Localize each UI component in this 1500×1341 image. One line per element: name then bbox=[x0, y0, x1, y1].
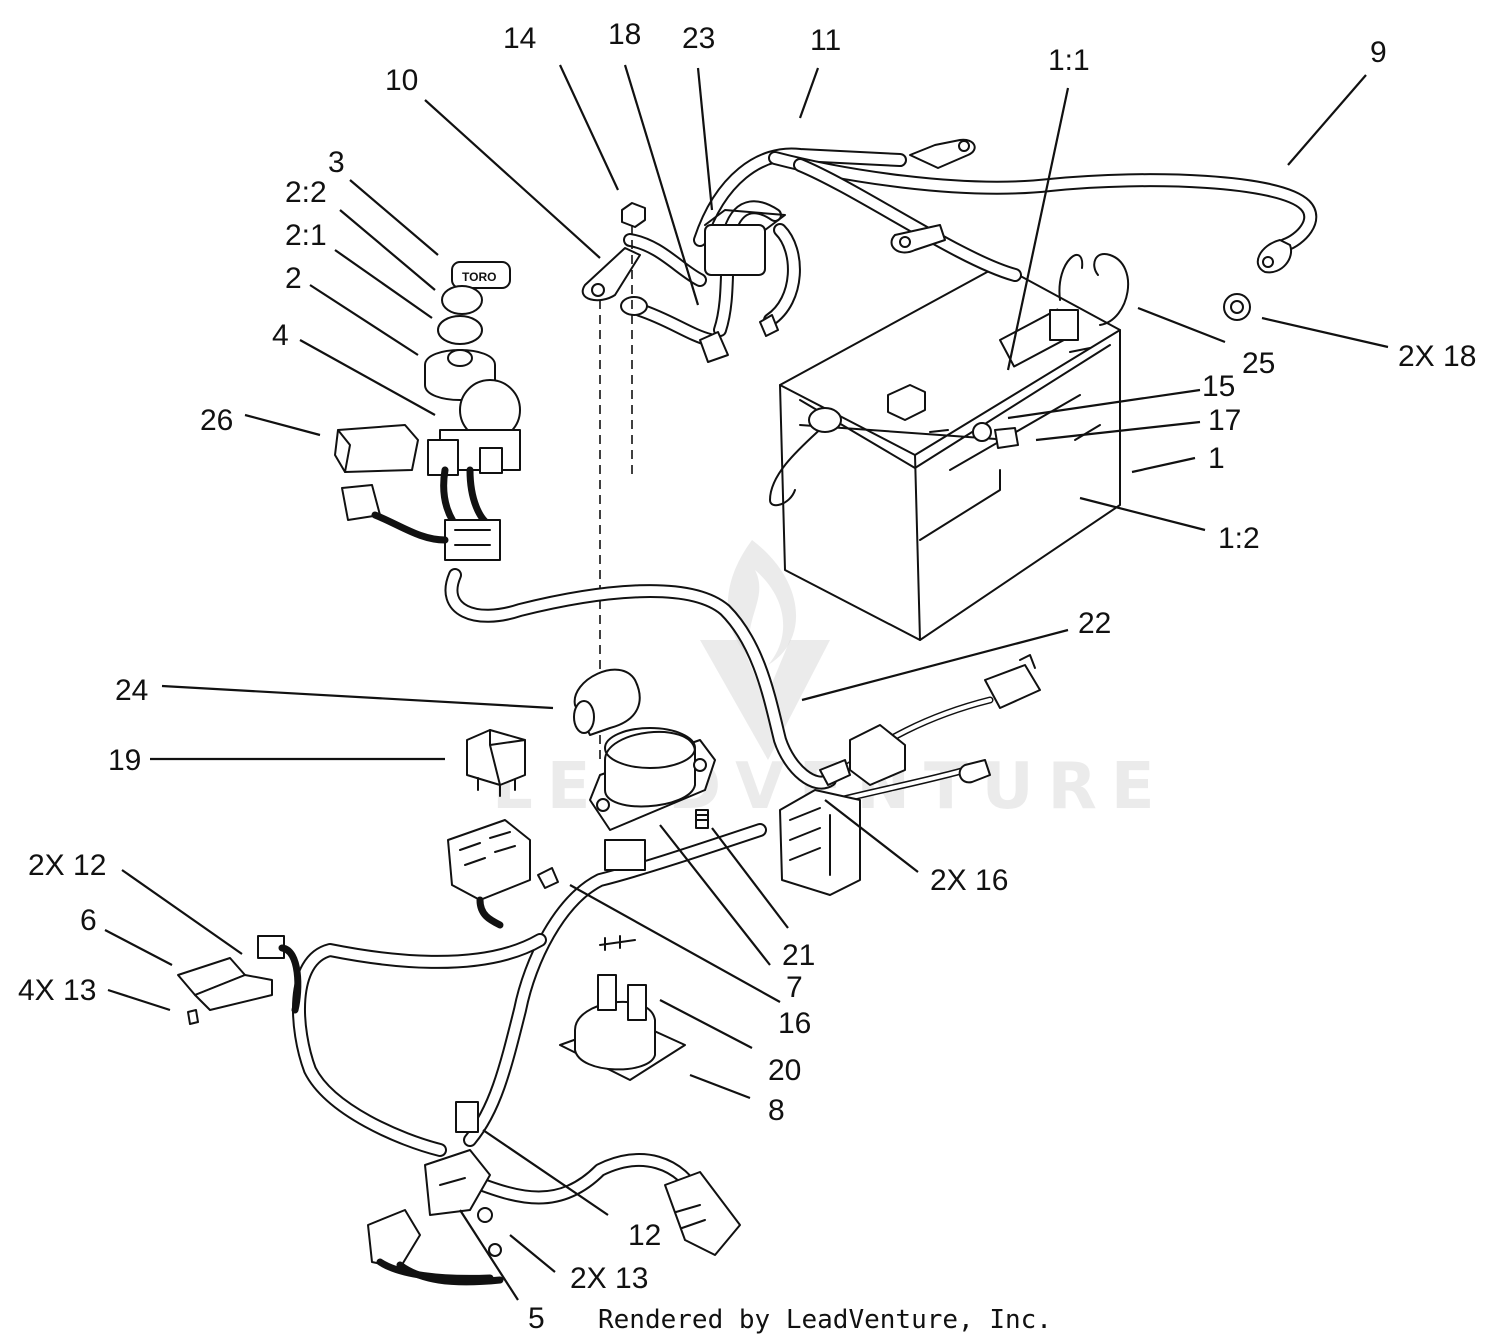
callout-22: 22 bbox=[1078, 607, 1111, 640]
render-credit: Rendered by LeadVenture, Inc. bbox=[598, 1305, 1052, 1335]
leader-2-2 bbox=[339, 209, 436, 291]
safety-switch bbox=[177, 935, 302, 1025]
leader-7 bbox=[659, 824, 771, 966]
leader-24 bbox=[161, 684, 554, 710]
callout-7: 7 bbox=[786, 971, 803, 1004]
leader-26 bbox=[244, 413, 321, 437]
relay bbox=[466, 729, 526, 797]
callout-14: 14 bbox=[503, 22, 536, 55]
battery-cables bbox=[693, 138, 1318, 321]
harness-connectors bbox=[779, 654, 1041, 896]
callout-25: 25 bbox=[1242, 347, 1275, 380]
hour-meter bbox=[589, 727, 716, 831]
callout-20: 20 bbox=[768, 1054, 801, 1087]
callout-6: 6 bbox=[80, 904, 97, 937]
callout-24: 24 bbox=[115, 674, 148, 707]
leader-2x12 bbox=[121, 869, 243, 955]
ignition-switch-assembly: TORO bbox=[334, 261, 521, 561]
leader-2 bbox=[309, 284, 419, 356]
callout-10: 10 bbox=[385, 64, 418, 97]
leader-8 bbox=[689, 1073, 751, 1100]
callout-8: 8 bbox=[768, 1094, 785, 1127]
callout-5: 5 bbox=[528, 1302, 545, 1335]
leader-12 bbox=[482, 1129, 609, 1216]
leader-1-2 bbox=[1079, 496, 1206, 532]
callout-labels: 14 18 23 11 1:1 9 10 3 2:2 2:1 2 4 26 25… bbox=[18, 18, 1476, 1335]
callout-21: 21 bbox=[782, 939, 815, 972]
callout-2-2: 2:2 bbox=[285, 176, 327, 209]
leader-10 bbox=[424, 99, 601, 259]
leader-1-1 bbox=[1006, 87, 1070, 371]
leader-6 bbox=[104, 929, 173, 966]
callout-9: 9 bbox=[1370, 36, 1387, 69]
leader-23 bbox=[696, 67, 714, 211]
callout-2x13: 2X 13 bbox=[570, 1262, 648, 1295]
callout-15: 15 bbox=[1202, 370, 1235, 403]
callout-2-1: 2:1 bbox=[285, 219, 327, 252]
leader-2-1 bbox=[334, 249, 433, 319]
terminal-boot bbox=[573, 668, 641, 736]
leader-lines bbox=[104, 64, 1389, 1301]
leader-18-top bbox=[623, 64, 700, 306]
screw-21 bbox=[695, 809, 709, 829]
leader-14 bbox=[559, 64, 619, 191]
leader-1 bbox=[1131, 456, 1196, 474]
battery bbox=[769, 253, 1129, 641]
callout-17: 17 bbox=[1208, 404, 1241, 437]
callout-26: 26 bbox=[200, 404, 233, 437]
callout-4x13: 4X 13 bbox=[18, 974, 96, 1007]
leader-21 bbox=[711, 827, 789, 929]
leader-4 bbox=[299, 339, 436, 416]
callout-18-top: 18 bbox=[608, 18, 641, 51]
callout-23: 23 bbox=[682, 22, 715, 55]
fuse-block bbox=[447, 819, 646, 929]
leader-4x13 bbox=[107, 988, 171, 1012]
leader-9 bbox=[1287, 74, 1367, 166]
leader-20 bbox=[659, 999, 753, 1049]
callout-19: 19 bbox=[108, 744, 141, 777]
leader-2x18 bbox=[1261, 316, 1389, 349]
callout-2x18: 2X 18 bbox=[1398, 340, 1476, 373]
callout-1-1: 1:1 bbox=[1048, 44, 1090, 77]
leader-16 bbox=[569, 884, 781, 1003]
starter-cable-assembly bbox=[581, 200, 801, 363]
callout-1: 1 bbox=[1208, 442, 1225, 475]
lower-connectors bbox=[367, 1101, 741, 1286]
leader-22 bbox=[801, 628, 1069, 702]
callout-2: 2 bbox=[285, 262, 302, 295]
leader-11 bbox=[798, 67, 820, 119]
callout-16: 16 bbox=[778, 1007, 811, 1040]
leader-3 bbox=[349, 179, 439, 256]
leader-5 bbox=[459, 1209, 519, 1301]
leader-2x13 bbox=[509, 1234, 556, 1273]
leader-25 bbox=[1137, 306, 1226, 344]
starter-solenoid bbox=[559, 935, 686, 1081]
callout-2x12: 2X 12 bbox=[28, 849, 106, 882]
wire-harness bbox=[292, 568, 994, 1207]
callout-11: 11 bbox=[810, 24, 841, 57]
leader-17 bbox=[1035, 420, 1201, 442]
ignition-key-label: TORO bbox=[462, 270, 496, 284]
leader-15 bbox=[1007, 388, 1201, 420]
callout-2x16: 2X 16 bbox=[930, 864, 1008, 897]
callout-12: 12 bbox=[628, 1219, 661, 1252]
callout-3: 3 bbox=[328, 146, 345, 179]
callout-4: 4 bbox=[272, 319, 289, 352]
leader-2x16 bbox=[824, 799, 919, 873]
callout-1-2: 1:2 bbox=[1218, 522, 1260, 555]
